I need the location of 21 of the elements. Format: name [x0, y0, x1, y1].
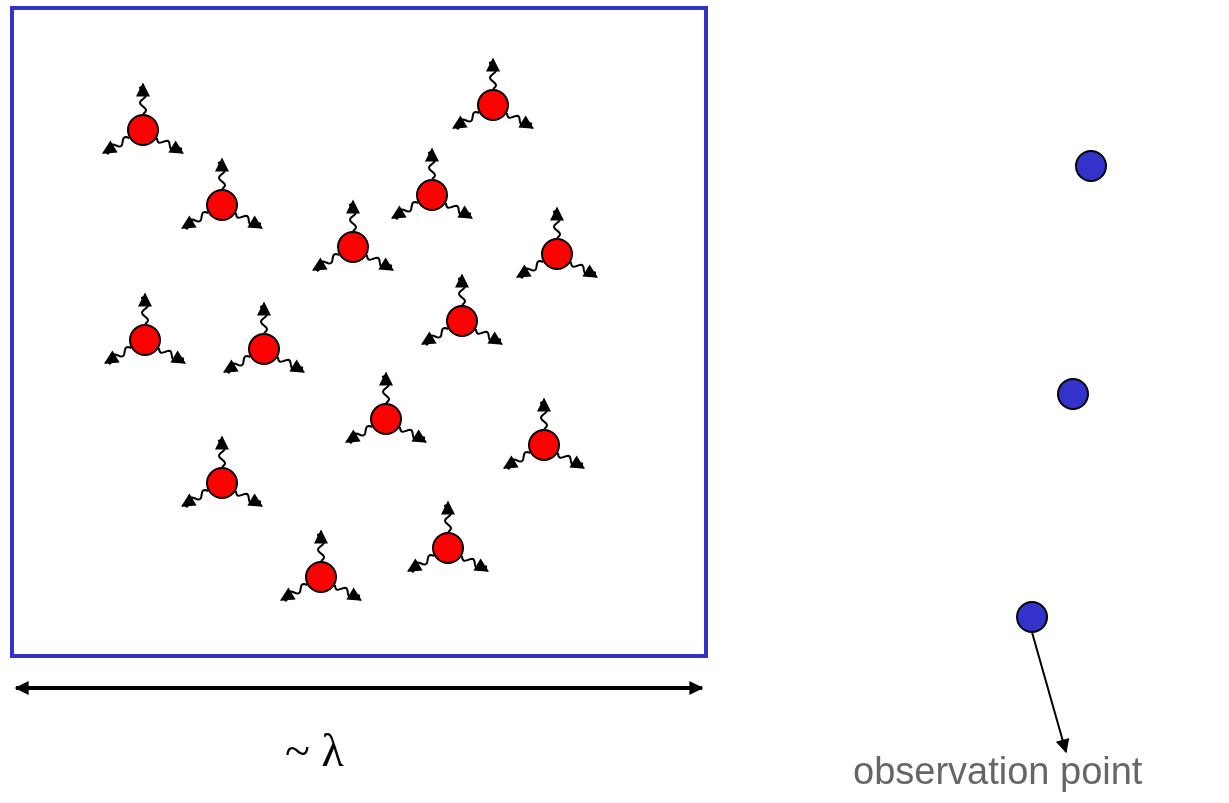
frame-box — [10, 6, 708, 658]
particle — [370, 403, 402, 435]
particle — [477, 89, 509, 121]
particle — [337, 231, 369, 263]
caption-text: observation point — [853, 752, 1143, 790]
dimension-label: ~ λ — [285, 728, 344, 774]
particle — [127, 114, 159, 146]
particle — [248, 333, 280, 365]
arrow — [1031, 632, 1070, 754]
particle — [206, 189, 238, 221]
particle — [416, 179, 448, 211]
particle — [528, 429, 560, 461]
particle — [129, 324, 161, 356]
particle — [446, 305, 478, 337]
particle — [305, 561, 337, 593]
particle — [541, 238, 573, 270]
particle — [1057, 378, 1089, 410]
particle — [1075, 150, 1107, 182]
particle — [1016, 601, 1048, 633]
particle — [432, 532, 464, 564]
particle — [206, 467, 238, 499]
